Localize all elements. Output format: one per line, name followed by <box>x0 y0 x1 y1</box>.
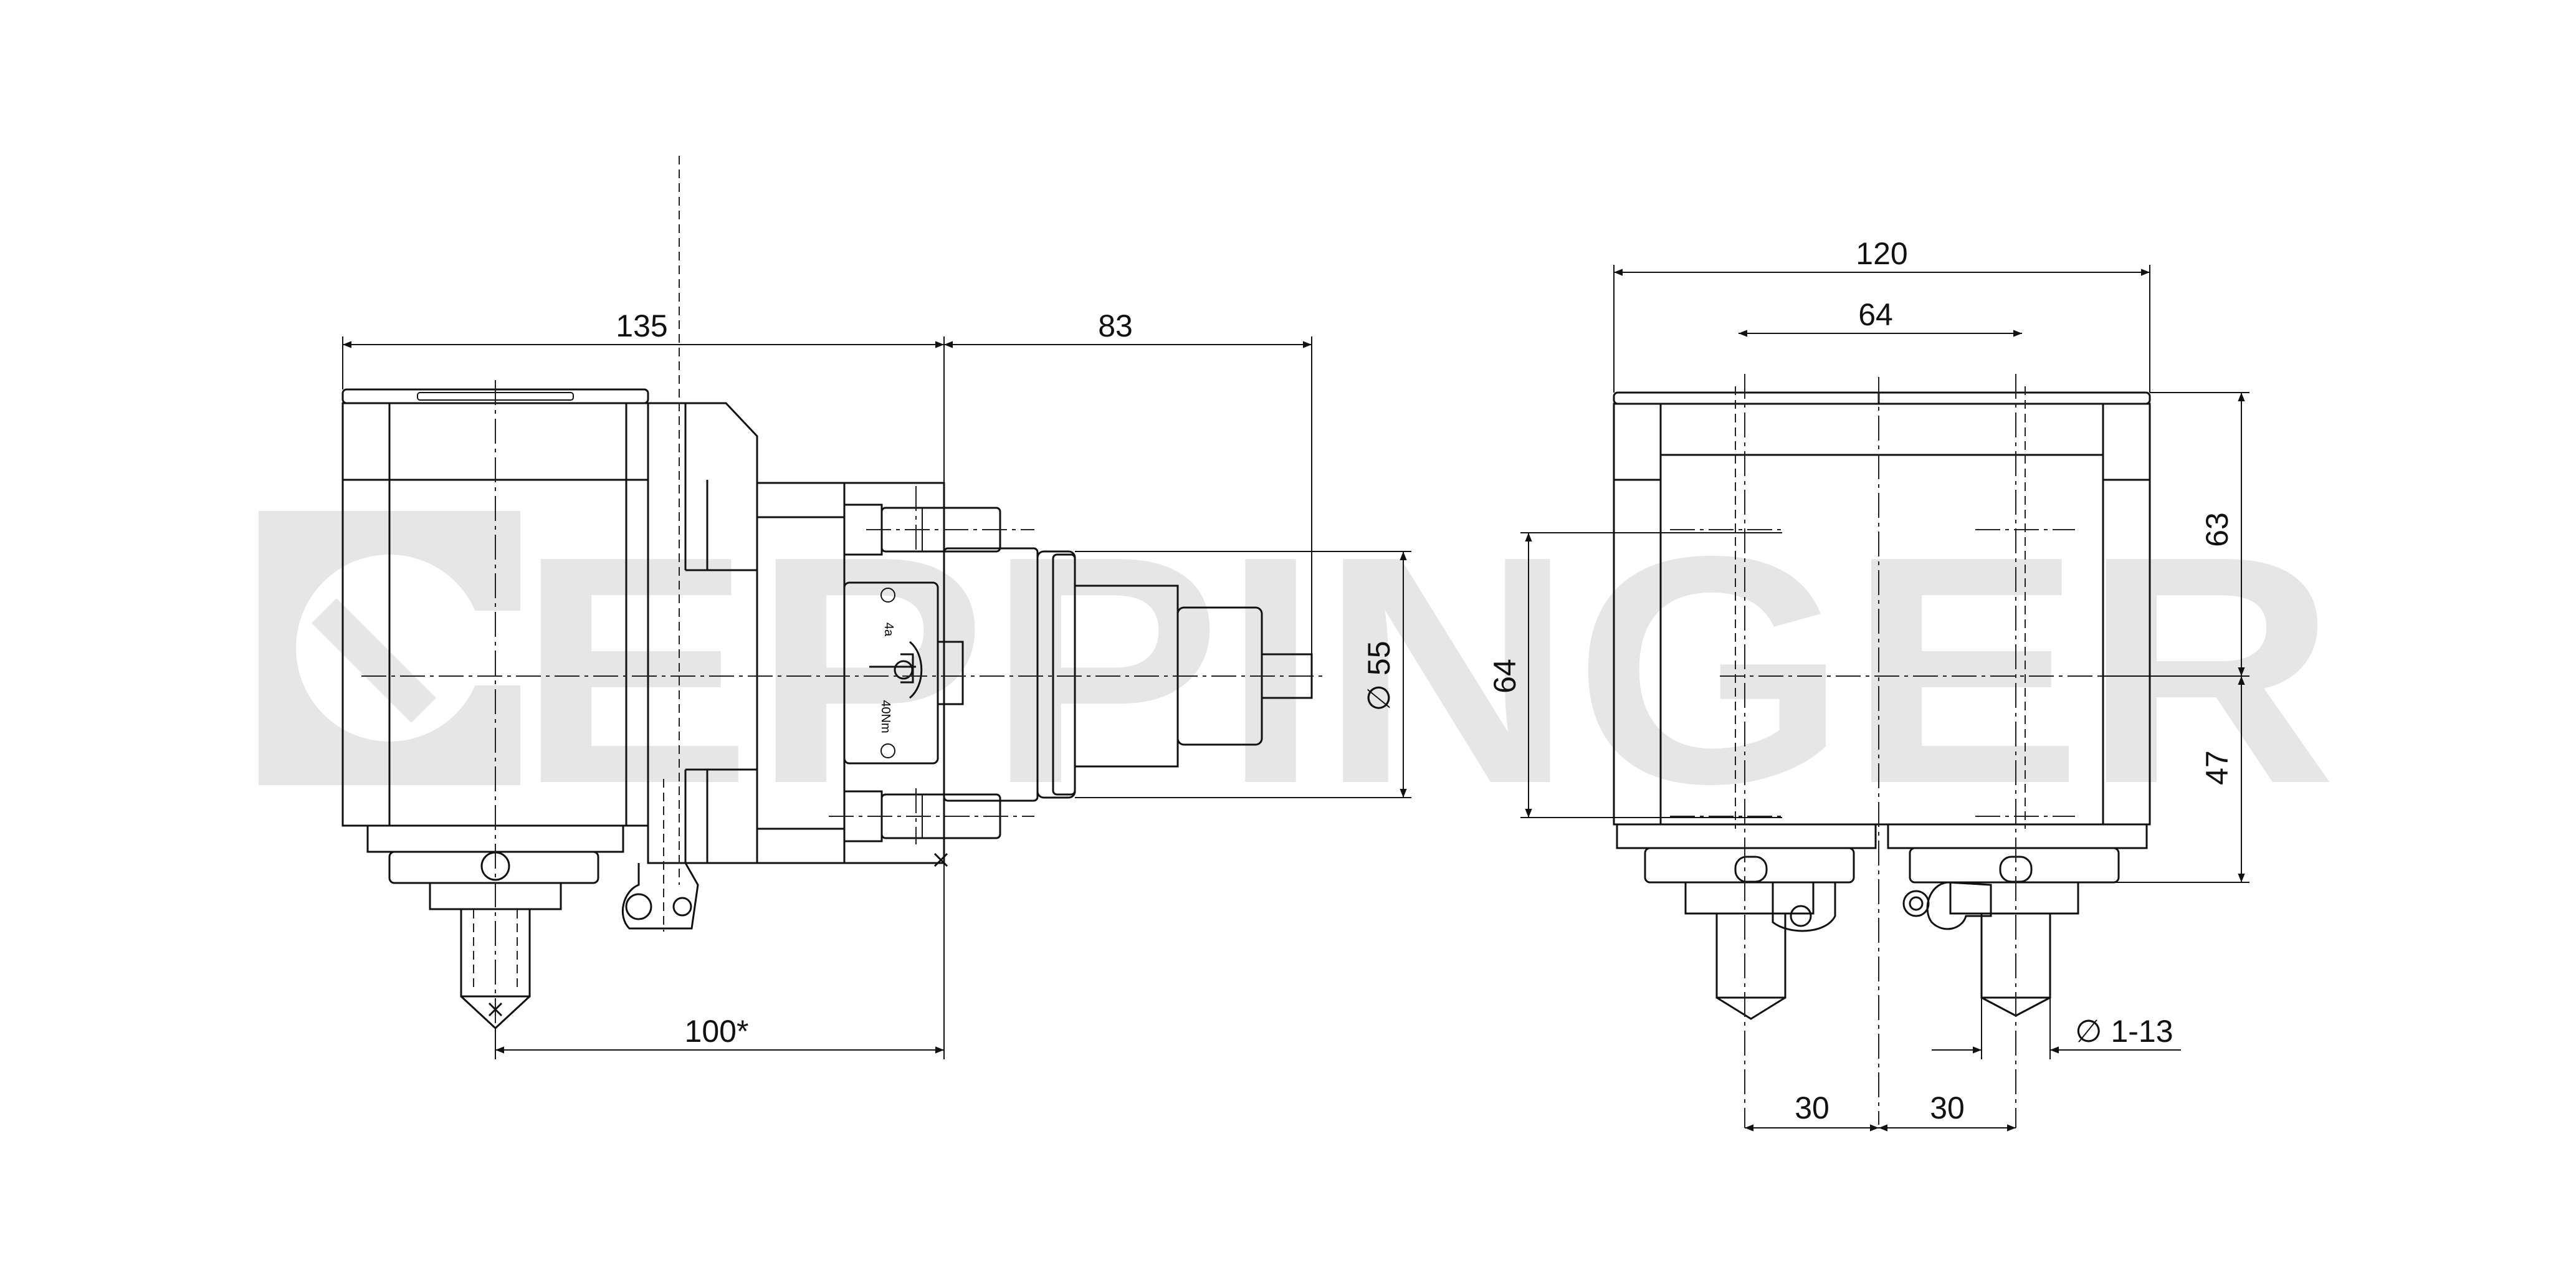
dim-pitch-right: 30 <box>1930 1090 1965 1125</box>
dim-upper-height: 63 <box>2200 512 2235 547</box>
dim-left-width: 135 <box>616 308 667 343</box>
front-view: 120 64 64 63 47 30 30 ∅ 1-13 <box>1487 236 2249 1132</box>
side-view: 4a 40Nm <box>341 156 1411 1059</box>
dim-pitch-left: 30 <box>1795 1090 1829 1125</box>
label-text-top: 4a <box>882 623 895 637</box>
dim-left-offset: 83 <box>1098 308 1133 343</box>
dim-collet: ∅ 1-13 <box>2075 1014 2173 1049</box>
dim-flange-diameter: ∅ 55 <box>1362 641 1396 711</box>
watermark-text: EPPINGER <box>517 489 2337 851</box>
dim-right-height: 64 <box>1487 659 1522 694</box>
brand-watermark: EPPINGER <box>259 489 2337 851</box>
dim-lower-height: 47 <box>2200 750 2235 785</box>
label-text-bottom: 40Nm <box>879 700 892 733</box>
dim-right-spacing: 64 <box>1858 297 1893 332</box>
dim-right-width: 120 <box>1856 236 1907 271</box>
dim-left-bottom: 100* <box>685 1014 749 1049</box>
